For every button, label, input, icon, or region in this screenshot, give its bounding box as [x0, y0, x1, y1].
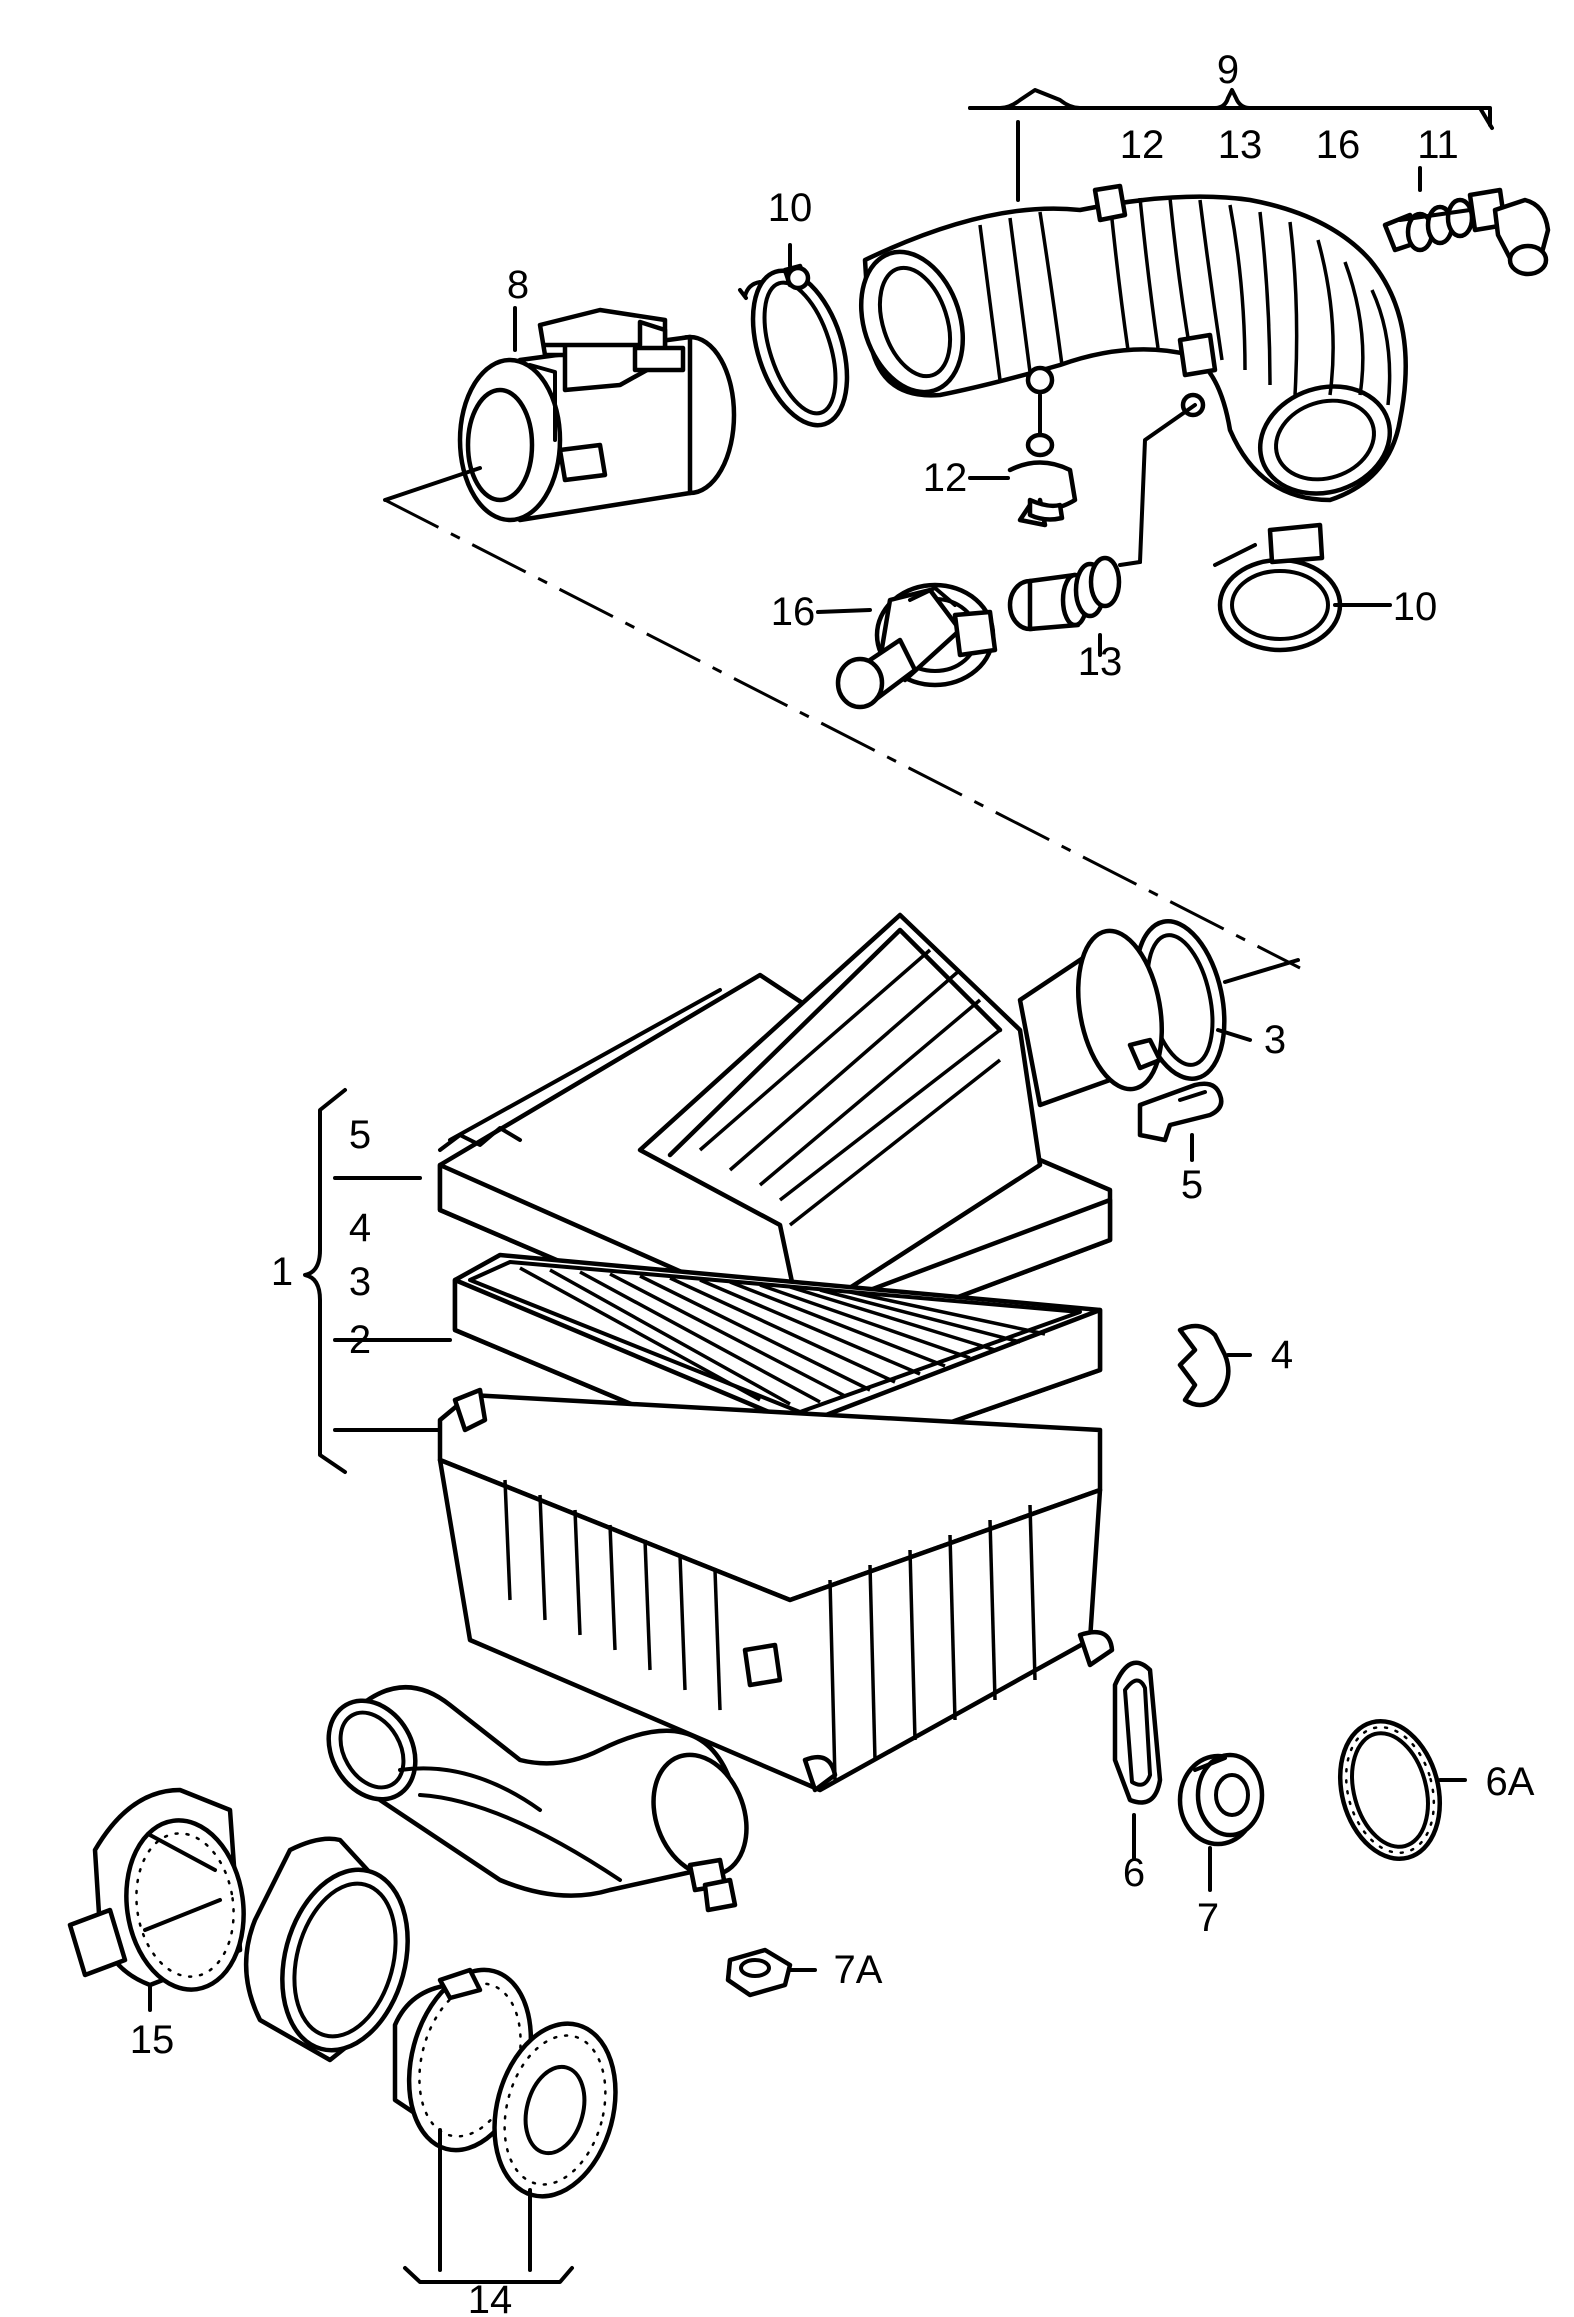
callout-13-top: 13	[1218, 123, 1263, 167]
filter-disc-14	[492, 2021, 618, 2199]
callout-12-top: 12	[1120, 123, 1165, 167]
callout-11: 11	[1417, 123, 1459, 167]
callout-3: 3	[1264, 1018, 1286, 1062]
gasket-6a	[1337, 1719, 1443, 1861]
inlet-duct	[326, 1685, 749, 1913]
callout-labels: 9 12 13 16 11 10 8 12 16 13 10 3 5 5 4 3…	[130, 48, 1535, 2317]
callout-6: 6	[1123, 1851, 1145, 1895]
callout-10-left: 10	[768, 186, 813, 230]
hose-clip-12	[1007, 393, 1078, 528]
callout-2: 2	[349, 1318, 371, 1362]
callout-1: 1	[271, 1250, 293, 1294]
callout-4-left: 4	[349, 1206, 371, 1250]
callout-7a: 7A	[834, 1948, 883, 1992]
callout-7: 7	[1197, 1896, 1219, 1940]
callout-13-plug: 13	[1078, 640, 1123, 684]
hose-connector-11	[1382, 187, 1551, 277]
air-box-lower-housing	[437, 1387, 1115, 1793]
clip-5-right	[1137, 1081, 1224, 1143]
hose-clamp-left	[738, 263, 850, 428]
seal-6	[1112, 1660, 1163, 1805]
hose-clamp-right	[1213, 522, 1343, 653]
callout-9: 9	[1217, 48, 1239, 92]
callout-6a: 6A	[1486, 1760, 1535, 1804]
rubber-plug-13	[1007, 403, 1197, 632]
callout-15: 15	[130, 2018, 175, 2062]
callout-8: 8	[507, 263, 529, 307]
callout-16-top: 16	[1316, 123, 1361, 167]
mass-air-flow-sensor	[457, 307, 737, 523]
callout-5-right: 5	[1181, 1163, 1203, 1207]
callout-16-valve: 16	[771, 590, 816, 634]
callout-3-left: 3	[349, 1260, 371, 1304]
nut-7a	[725, 1947, 793, 1998]
intake-snorkel-15	[67, 1787, 246, 1992]
callout-12-clip: 12	[923, 456, 968, 500]
grommet-7	[1177, 1752, 1265, 1847]
bracket-9	[968, 88, 1494, 202]
valve-16	[835, 582, 998, 710]
callout-4-right: 4	[1271, 1333, 1293, 1377]
intake-hose	[858, 183, 1408, 503]
gasket-ring-14	[243, 1836, 410, 2063]
callout-5-left: 5	[349, 1113, 371, 1157]
callout-14: 14	[468, 2278, 513, 2317]
clip-4	[1177, 1323, 1231, 1408]
callout-10-right: 10	[1393, 585, 1438, 629]
